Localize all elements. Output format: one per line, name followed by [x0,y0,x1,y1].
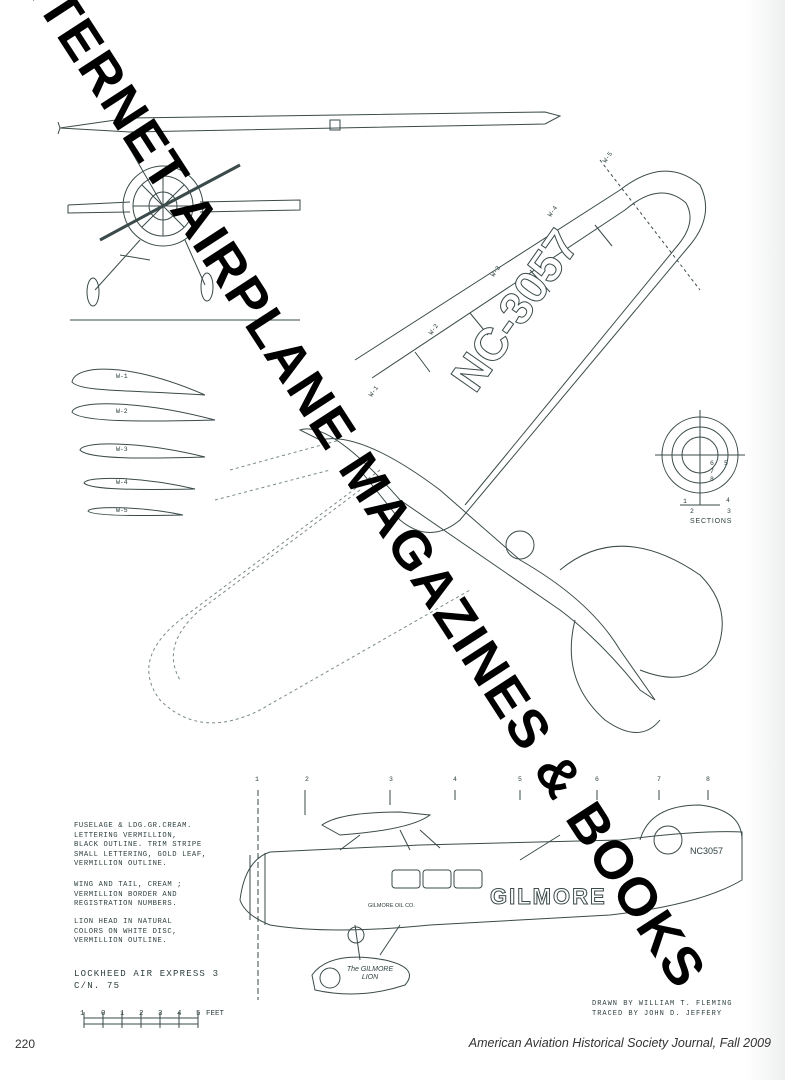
fuselage-small-lettering: GILMORE OIL CO. [368,903,415,909]
scale-unit: FEET [206,1010,225,1018]
note-fuselage: FUSELAGE & LDG.GR.CREAM. LETTERING VERMI… [74,822,207,868]
station-number-8: 8 [706,776,710,783]
wing-section-label-w3: W-3 [116,446,128,453]
station-number-6: 6 [595,776,599,783]
wing-section-profiles [71,368,216,517]
credit-drawn: DRAWN BY WILLIAM T. FLEMING [592,1000,733,1008]
wing-section-label-w2: W-2 [116,408,128,415]
note-wing: WING AND TAIL, CREAM ; VERMILLION BORDER… [74,881,183,908]
section-number-5: 5 [724,460,728,467]
scale-tick-2: 2 [139,1010,144,1018]
scale-tick-4: 4 [177,1010,182,1018]
plan-view-fuselage [298,428,723,733]
station-number-5: 5 [518,776,522,783]
plan-view-lower-wing-dashed [148,439,471,724]
section-number-6: 6 [710,460,714,467]
scale-tick-3: 3 [158,1010,163,1018]
wheel-pant-lettering: The GILMORE LION [346,966,394,981]
section-number-2: 2 [690,508,694,515]
scale-tick-minus1: 1 [80,1010,85,1018]
station-number-1: 1 [255,776,259,783]
section-number-1: 1 [683,498,687,505]
wing-section-label-w1: W-1 [116,373,128,380]
credit-traced: TRACED BY JOHN D. JEFFERY [592,1010,723,1018]
scale-bar [83,1012,199,1028]
plan-view-wing [354,159,707,533]
section-number-7: 7 [710,468,714,475]
scale-tick-1: 1 [120,1010,125,1018]
sections-diagram [655,410,745,506]
fuselage-lettering: GILMORE [490,884,607,910]
station-number-7: 7 [657,776,661,783]
drawing-title: LOCKHEED AIR EXPRESS 3 C/N. 75 [74,968,219,992]
section-number-8: 8 [710,476,714,483]
side-view [239,790,743,1000]
fin-registration: NC3057 [690,846,724,856]
front-view [57,111,562,321]
sections-label: SECTIONS [690,518,733,525]
section-number-4: 4 [726,497,730,504]
page-number: 220 [15,1037,36,1051]
drawing-title-line1: LOCKHEED AIR EXPRESS 3 [74,969,220,979]
scale-tick-5: 5 [196,1010,201,1018]
wing-section-label-w5: W-5 [116,507,128,514]
scale-tick-0: 0 [101,1010,106,1018]
station-number-2: 2 [305,776,309,783]
note-lion: LION HEAD IN NATURAL COLORS ON WHITE DIS… [74,918,178,945]
section-number-3: 3 [727,508,731,515]
station-number-3: 3 [389,776,393,783]
page-gutter-shadow [745,0,785,1080]
station-number-4: 4 [453,776,457,783]
journal-footer: American Aviation Historical Society Jou… [468,1036,771,1050]
wing-section-label-w4: W-4 [116,479,128,486]
drawing-title-line2: C/N. 75 [74,981,121,991]
